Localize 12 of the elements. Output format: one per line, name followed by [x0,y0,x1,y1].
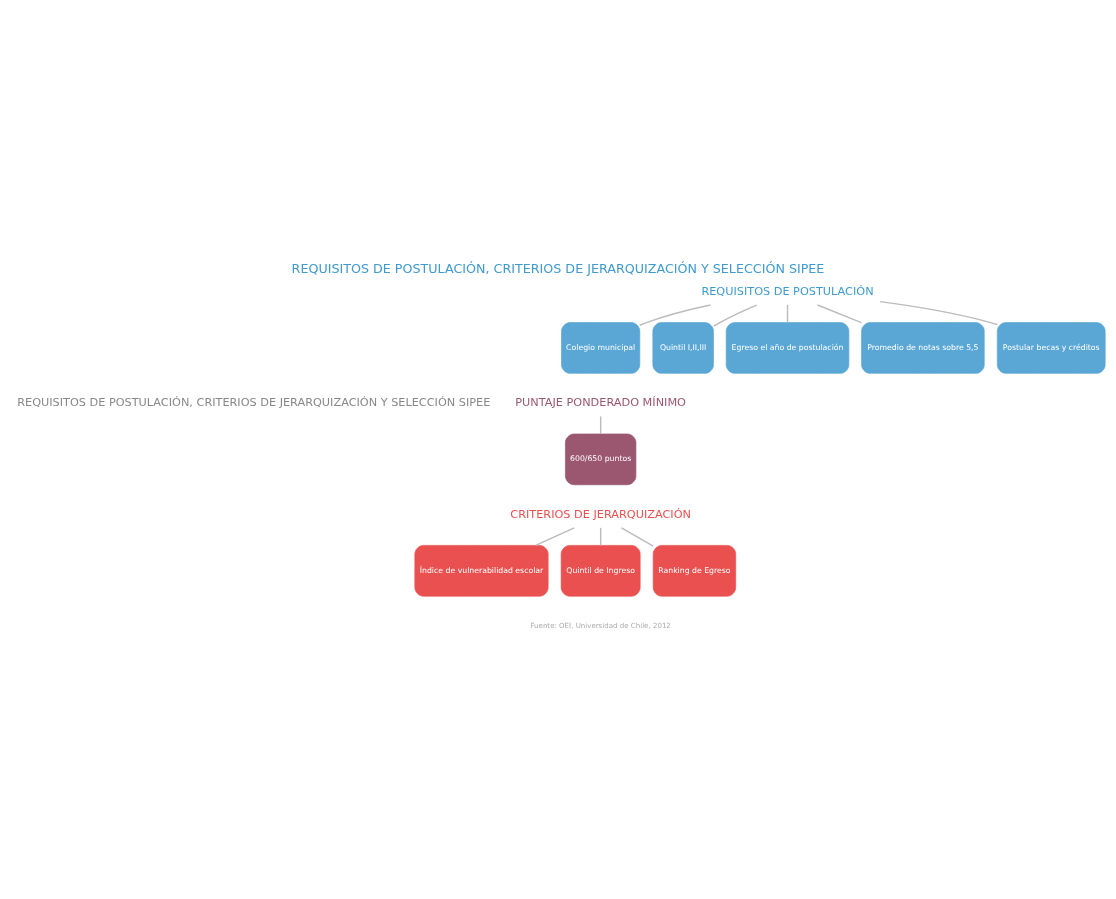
connector [535,527,575,547]
connector [639,304,712,326]
connector [712,304,758,327]
label: REQUISITOS DE POSTULACIÓN, CRITERIOS DE JERARQUIZACIÓN Y SELECCIÓN SIPEE [17,396,491,410]
connector [879,300,998,326]
diagram-title: REQUISITOS DE POSTULACIÓN, CRITERIOS DE JERARQUIZACIÓN Y SELECCIÓN SIPEE [291,260,825,276]
node-text: PUNTAJE PONDERADO MÍNIMO [515,396,686,410]
connector [816,304,863,324]
connector [620,527,654,547]
label: Fuente: OEI, Universidad de Chile, 2012 [530,621,671,631]
node-text: CRITERIOS DE JERARQUIZACIÓN [510,507,691,521]
node-text: REQUISITOS DE POSTULACIÓN [701,284,874,298]
